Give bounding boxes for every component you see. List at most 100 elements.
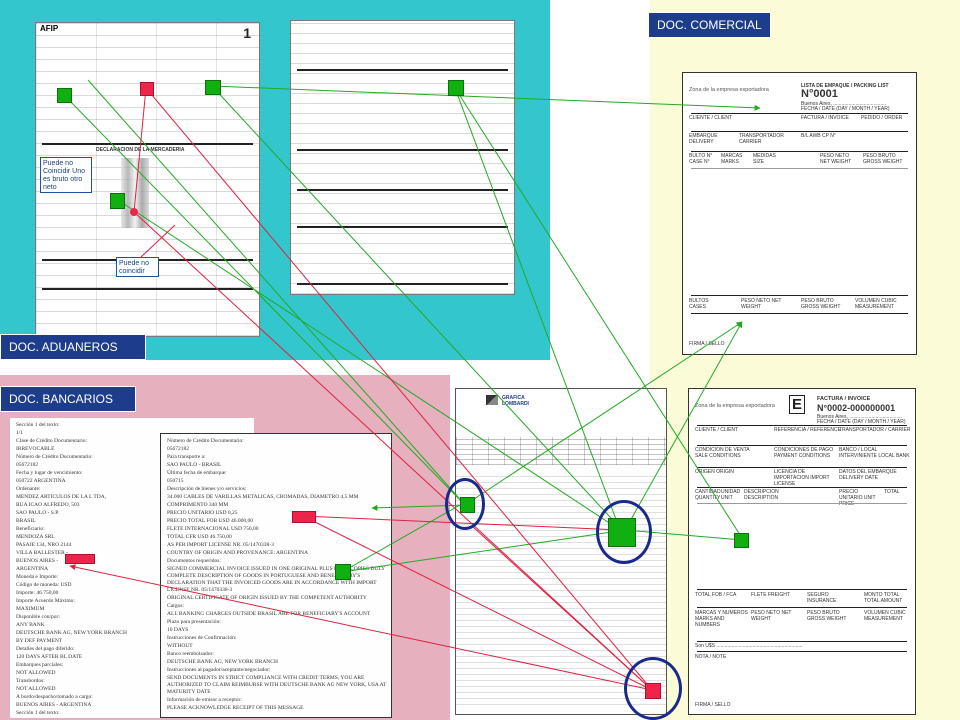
packing-list-place: Buenos Aires, ..........................… (801, 101, 887, 107)
packing-bl: B/L AWB CP N° (801, 133, 836, 139)
invoice-date: FECHA / DATE (DAY / MONTH / YEAR) (817, 419, 906, 425)
credit-line: PRECIO TOTAL FOB USD 46.000,00 (167, 518, 253, 524)
commercial-invoice: Zona de la empresa exportadora E FACTURA… (688, 388, 916, 715)
credit-line: MENDOZA SRL (16, 534, 55, 540)
invoice-import-license: LICENCIA DE IMPORTACION IMPORT LICENSE (774, 469, 830, 487)
credit-line: Plazo para presentación: (167, 619, 221, 625)
credit-line: Transbordos: (16, 678, 45, 684)
marker-red-credit-left (65, 554, 95, 564)
credit-line: COMPRIMENTO 340 MM (167, 502, 229, 508)
invoice-sale-conditions: CONDICION DE VENTA SALE CONDITIONS (695, 447, 750, 459)
credit-line: Última fecha de embarque: (167, 470, 227, 476)
packing-col-net: PESO NETO NET WEIGHT (820, 153, 852, 165)
invoice-total-amount: MONTO TOTAL TOTAL AMOUNT (864, 592, 903, 604)
credit-line: Código de moneda: USD (16, 582, 72, 588)
invoice-total-fob: TOTAL FOB / FCA (695, 592, 737, 598)
invoice-delivery: DATOS DEL EMBARQUE DELIVERY DATE (839, 469, 897, 481)
zone-gap (550, 0, 650, 375)
credit-line: PLEASE ACKNOWLEDGE RECEIPT OF THIS MESSA… (167, 705, 304, 711)
credit-line: COUNTRY OF ORIGIN AND PROVENANCE: ARGENT… (167, 550, 309, 556)
credit-line: VILLA BALLESTER - (16, 550, 68, 556)
marker-red-customs-1 (140, 82, 154, 96)
packing-list-title: LISTA DE EMPAQUE / PACKING LIST (801, 83, 889, 89)
credit-line: BUENOS AIRES - ARGENTINA (16, 702, 92, 708)
highlight-circle-1 (445, 478, 485, 530)
credit-line: DEUTSCHE BANK AG, NEW YORK BRANCH (167, 659, 278, 665)
invoice-signature: FIRMA / SELLO (695, 702, 731, 708)
credit-line: TOTAL CFR USD 46.750,00 (167, 534, 232, 540)
invoice-volume: VOLUMEN CUBIC MEASUREMENT (864, 610, 906, 622)
credit-line: Información de emisor a receptor: (167, 697, 242, 703)
credit-line: 10 DAYS (167, 627, 189, 633)
credit-line: Fecha y lugar de vencimiento: (16, 470, 83, 476)
credit-line: Instrucciones de Confirmación: (167, 635, 237, 641)
credit-line: A bordo/despacho/tomado a cargo: (16, 694, 93, 700)
credit-line: Beneficiario: (16, 526, 45, 532)
marker-green-customs-1 (57, 88, 72, 103)
credit-line: FLETE INTERNACIONAL USD 750,00 (167, 526, 259, 532)
credit-line: Descripción de bienes y/o servicios: (167, 486, 247, 492)
credit-line: Moneda e Importe: (16, 574, 59, 580)
credit-line: Sección 1 del texto: (16, 422, 60, 428)
packing-total-cases: BULTOS CASES (689, 298, 709, 310)
packing-col-marks: MARCAS MARKS (721, 153, 743, 165)
credit-line: ORIGINAL CERTIFICATE OF ORIGIN ISSUED BY… (167, 595, 367, 601)
credit-line: Para transporte a: (167, 454, 206, 460)
invoice-net-weight: PESO NETO NET WEIGHT (751, 610, 792, 622)
highlight-circle-3 (624, 657, 682, 720)
credit-line: 05672182 (167, 446, 189, 452)
invoice-col-unit-price: PRECIO UNITARIO UNIT PRICE (839, 489, 876, 507)
credit-line: 1/1 (16, 430, 24, 436)
credit-line: Detalles del pago diferido: (16, 646, 75, 652)
customs-form-heading: DECLARACION DE LA MERCADERIA (96, 147, 185, 153)
invoice-origin: ORIGEN ORIGIN (695, 469, 734, 475)
invoice-col-unit: UNIDAD UNIT (721, 489, 741, 501)
invoice-company-area: Zona de la empresa exportadora (695, 403, 775, 409)
credit-line: PRECIO UNITARIO USD 0,25 (167, 510, 238, 516)
credit-line: IRREVOCABLE (16, 446, 55, 452)
afip-logo: AFIP (40, 24, 59, 33)
invoice-col-total: TOTAL (884, 489, 900, 495)
transport-document-form (290, 20, 515, 295)
credit-line: Banco reembolsador: (167, 651, 214, 657)
marker-green-invoice (734, 533, 749, 548)
credit-line: ARGENTINA (16, 566, 49, 572)
packing-invoice-ref: FACTURA / INVOICE (801, 115, 849, 121)
invoice-title: FACTURA / INVOICE (817, 396, 871, 402)
invoice-col-quantity: CANTIDAD QUANTITY (695, 489, 721, 501)
credit-line: Ordenante: (16, 486, 41, 492)
credit-line: WITHOUT (167, 643, 193, 649)
credit-line: Cargos: (167, 603, 185, 609)
credit-line: Importe: 46.750,00 (16, 590, 59, 596)
credit-line: 050722 ARGENTINA (16, 478, 66, 484)
invoice-payment-conditions: CONDICIONES DE PAGO PAYMENT CONDITIONS (774, 447, 834, 459)
invoice-notes-label: NOTA / NOTE (695, 654, 727, 660)
invoice-number: N°0002-000000001 (817, 403, 896, 413)
credit-line: Embarques parciales: (16, 662, 64, 668)
packing-signature: FIRMA / SELLO (689, 341, 725, 347)
invoice-place: Buenos Aires, ..........................… (817, 414, 903, 420)
marker-green-customs-3 (110, 193, 125, 209)
highlight-circle-2 (596, 500, 652, 564)
invoice-col-description: DESCRIPCION DESCRIPTION (744, 489, 779, 501)
credit-line: 34.000 CABLES DE VARILLAS METALICAS, CRO… (167, 494, 359, 500)
credit-line: RUA ICAO ALFREDO, 503 (16, 502, 80, 508)
carrier-logo-icon (486, 395, 498, 405)
packing-list: Zona de la empresa exportadora LISTA DE … (682, 72, 917, 355)
packing-total-volume: VOLUMEN CUBIC MEASUREMENT (855, 298, 897, 310)
packing-total-gross: PESO BRUTO GROSS WEIGHT (801, 298, 841, 310)
credit-line: ALL BANKING CHARGES OUTSIDE BRASIL ARE F… (167, 611, 371, 617)
packing-total-net: PESO NETO NET WEIGHT (741, 298, 782, 310)
packing-client: CLIENTE / CLIENT (689, 115, 733, 121)
invoice-type-letter: E (789, 395, 806, 414)
marker-red-dot (130, 208, 138, 216)
credit-line: BY DEF PAYMENT (16, 638, 63, 644)
credit-line: BRASIL (16, 518, 36, 524)
watermark (121, 158, 149, 228)
invoice-insurance: SEGURO INSURANCE (807, 592, 837, 604)
invoice-reference: REFERENCIA / REFERENCE (774, 427, 841, 433)
credit-line: BUENOS AIRES - (16, 558, 59, 564)
credit-line: 120 DAYS AFTER BL DATE (16, 654, 83, 660)
